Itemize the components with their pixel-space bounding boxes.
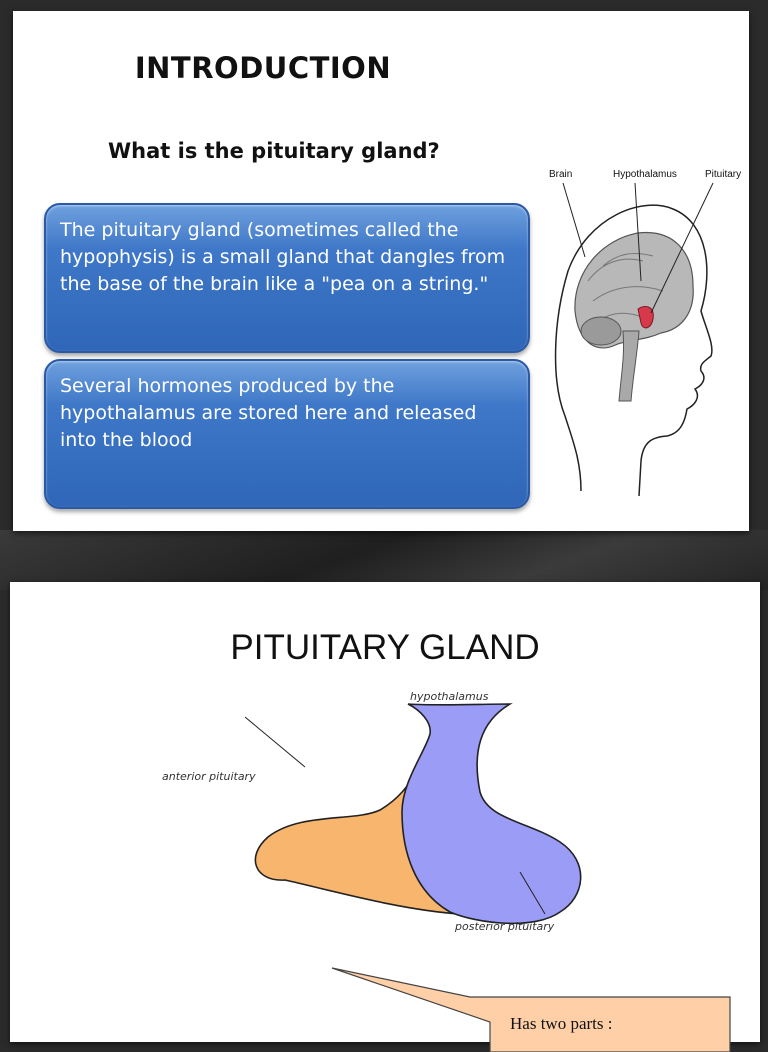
callout-shape: [331, 967, 731, 1052]
cerebellum: [580, 316, 622, 346]
callout-box: [331, 967, 731, 1052]
label-pituitary: Pituitary: [705, 169, 741, 180]
label-anterior-pituitary: anterior pituitary: [162, 770, 256, 783]
hormones-text: Several hormones produced by the hypotha…: [60, 375, 477, 451]
label-hypothalamus: Hypothalamus: [613, 169, 677, 180]
brainstem: [618, 330, 640, 402]
anterior-leader: [244, 716, 306, 768]
slide-pituitary-gland: PITUITARY GLAND hypothalamus anterior pi…: [10, 582, 760, 1052]
gland-diagram: hypothalamus anterior pituitary posterio…: [162, 692, 582, 933]
slide-introduction: INTRODUCTION What is the pituitary gland…: [13, 11, 749, 531]
definition-box: The pituitary gland (sometimes called th…: [44, 203, 530, 353]
pituitary-leader: [650, 182, 714, 314]
hypothalamus-leader: [634, 182, 642, 282]
head-outline: [554, 204, 713, 496]
background-band: [0, 530, 768, 590]
posterior-pituitary-shape: [401, 703, 582, 925]
label-hypothalamus: hypothalamus: [410, 692, 489, 703]
head-brain-figure: Brain Hypothalamus Pituitary: [549, 169, 741, 496]
definition-text: The pituitary gland (sometimes called th…: [60, 219, 506, 295]
posterior-leader: [519, 871, 546, 915]
brain-leader: [562, 182, 586, 258]
pituitary-red: [637, 306, 654, 329]
label-posterior-pituitary: posterior pituitary: [454, 920, 555, 933]
slide-title: PITUITARY GLAND: [230, 628, 540, 667]
brain-folds: [587, 253, 664, 322]
hormones-box: Several hormones produced by the hypotha…: [44, 359, 530, 509]
slide-subtitle: What is the pituitary gland?: [108, 139, 440, 163]
slide-title: INTRODUCTION: [134, 51, 392, 85]
callout-text: Has two parts :: [510, 1014, 613, 1033]
label-brain: Brain: [549, 169, 572, 180]
